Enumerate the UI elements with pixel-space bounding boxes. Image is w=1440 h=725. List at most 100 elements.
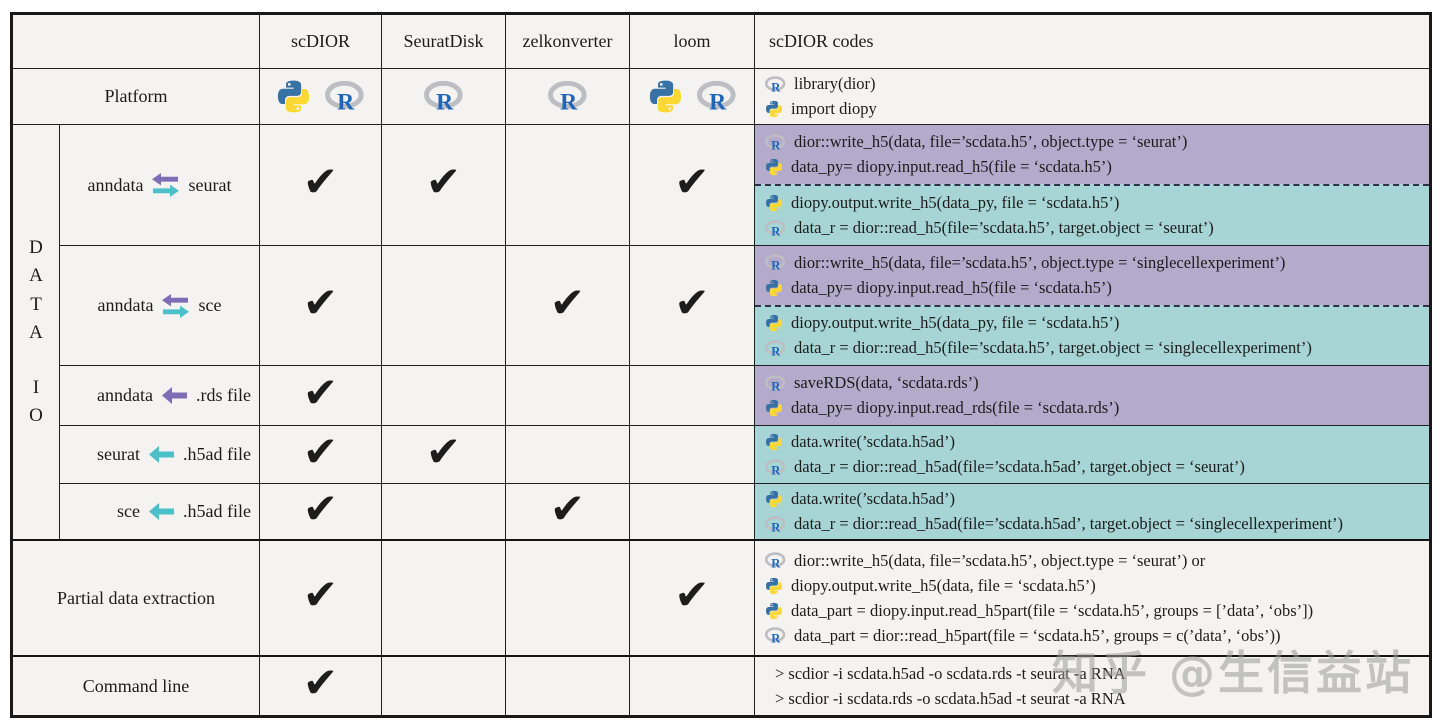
code-line: library(dior) <box>765 74 1421 94</box>
column-header-scdior-codes: scDIOR codes <box>755 15 1429 69</box>
check-cell <box>506 125 630 246</box>
row-label-partial-extraction: Partial data extraction <box>13 541 260 657</box>
r-icon <box>548 81 588 112</box>
code-line: diopy.output.write_h5(data, file = ‘scda… <box>765 576 1421 596</box>
exchange-arrows-icon <box>152 173 179 197</box>
check-cell <box>382 541 506 657</box>
code-line: data_part = diopy.input.read_h5part(file… <box>765 601 1421 621</box>
check-cell <box>630 484 755 541</box>
header-empty-cell <box>13 15 260 69</box>
check-cell: ✔ <box>260 484 382 541</box>
row-label-command-line: Command line <box>13 657 260 715</box>
python-icon <box>765 577 783 595</box>
code-cell: saveRDS(data, ‘scdata.rds’) data_py= dio… <box>755 366 1429 426</box>
code-block-read: data.write(’scdata.h5ad’) data_r = dior:… <box>755 426 1429 483</box>
code-line: data_r = dior::read_h5ad(file=’scdata.h5… <box>765 514 1421 534</box>
check-cell: ✔ <box>260 125 382 246</box>
check-cell: ✔ <box>382 426 506 484</box>
r-icon <box>765 552 786 569</box>
r-icon <box>424 81 464 112</box>
code-line: dior::write_h5(data, file=’scdata.h5’, o… <box>765 132 1421 152</box>
code-line: data_py= diopy.input.read_h5(file = ‘scd… <box>765 278 1421 298</box>
check-cell: ✔ <box>506 484 630 541</box>
code-line: dior::write_h5(data, file=’scdata.h5’, o… <box>765 253 1421 273</box>
code-line: diopy.output.write_h5(data_py, file = ‘s… <box>765 313 1421 333</box>
row-label-anndata-sce: anndata sce <box>60 246 260 366</box>
code-text: library(dior) <box>794 74 876 93</box>
column-header-seuratdisk: SeuratDisk <box>382 15 506 69</box>
check-cell: ✔ <box>260 366 382 426</box>
command-text: > scdior -i scdata.rds -o scdata.h5ad -t… <box>775 688 1126 708</box>
check-cell <box>630 426 755 484</box>
platform-scdior <box>260 69 382 125</box>
data-io-section-label: D A T A I O <box>13 125 60 541</box>
check-cell <box>506 541 630 657</box>
platform-code-cell: library(dior) import diopy <box>755 69 1429 125</box>
check-cell: ✔ <box>260 246 382 366</box>
r-icon <box>765 375 786 392</box>
check-cell: ✔ <box>506 246 630 366</box>
check-cell <box>630 366 755 426</box>
column-header-scdior: scDIOR <box>260 15 382 69</box>
r-icon <box>765 627 786 644</box>
platform-row-label: Platform <box>13 69 260 125</box>
python-icon <box>648 79 683 114</box>
code-cell: data.write(’scdata.h5ad’) data_r = dior:… <box>755 426 1429 484</box>
row-label-anndata-seurat: anndata seurat <box>60 125 260 246</box>
code-cell: dior::write_h5(data, file=’scdata.h5’, o… <box>755 541 1429 657</box>
left-arrow-icon <box>162 387 187 404</box>
python-icon <box>765 158 783 176</box>
python-icon <box>765 279 783 297</box>
code-block-write: dior::write_h5(data, file=’scdata.h5’, o… <box>755 125 1429 184</box>
check-cell: ✔ <box>382 125 506 246</box>
check-cell <box>382 484 506 541</box>
code-line: data_py= diopy.input.read_rds(file = ‘sc… <box>765 398 1421 418</box>
code-cell: > scdior -i scdata.h5ad -o scdata.rds -t… <box>755 657 1429 715</box>
code-block: > scdior -i scdata.h5ad -o scdata.rds -t… <box>755 657 1429 715</box>
comparison-table: scDIOR SeuratDisk zelkonverter loom scDI… <box>10 12 1432 718</box>
column-header-loom: loom <box>630 15 755 69</box>
r-icon <box>765 134 786 151</box>
check-cell: ✔ <box>630 246 755 366</box>
r-icon <box>765 254 786 271</box>
code-cell: data.write(’scdata.h5ad’) data_r = dior:… <box>755 484 1429 541</box>
code-text: import diopy <box>791 99 877 118</box>
check-cell <box>382 657 506 715</box>
code-line: data_py= diopy.input.read_h5(file = ‘scd… <box>765 157 1421 177</box>
row-label-seurat-h5ad: seurat .h5ad file <box>60 426 260 484</box>
code-line: data_r = dior::read_h5(file=’scdata.h5’,… <box>765 218 1421 238</box>
check-cell: ✔ <box>630 125 755 246</box>
python-icon <box>765 314 783 332</box>
check-cell: ✔ <box>630 541 755 657</box>
code-block-read: data.write(’scdata.h5ad’) data_r = dior:… <box>755 484 1429 539</box>
check-cell <box>506 657 630 715</box>
check-cell <box>506 366 630 426</box>
python-icon <box>765 399 783 417</box>
row-label-sce-h5ad: sce .h5ad file <box>60 484 260 541</box>
code-block: dior::write_h5(data, file=’scdata.h5’, o… <box>755 541 1429 655</box>
r-icon <box>765 76 786 93</box>
code-line: data_r = dior::read_h5ad(file=’scdata.h5… <box>765 457 1421 477</box>
python-icon <box>765 194 783 212</box>
python-icon <box>765 602 783 620</box>
left-arrow-icon <box>149 446 174 463</box>
code-line: data_r = dior::read_h5(file=’scdata.h5’,… <box>765 338 1421 358</box>
code-cell: dior::write_h5(data, file=’scdata.h5’, o… <box>755 125 1429 246</box>
python-icon <box>276 79 311 114</box>
code-block-write: dior::write_h5(data, file=’scdata.h5’, o… <box>755 246 1429 305</box>
python-icon <box>765 490 783 508</box>
code-block-read: diopy.output.write_h5(data_py, file = ‘s… <box>755 184 1429 245</box>
check-cell: ✔ <box>260 426 382 484</box>
column-header-zelkonverter: zelkonverter <box>506 15 630 69</box>
platform-loom <box>630 69 755 125</box>
r-icon <box>765 516 786 533</box>
code-block: library(dior) import diopy <box>755 69 1429 124</box>
r-icon <box>697 81 737 112</box>
code-line: data_part = dior::read_h5part(file = ‘sc… <box>765 626 1421 646</box>
code-line: import diopy <box>765 99 1421 119</box>
code-block-write: saveRDS(data, ‘scdata.rds’) data_py= dio… <box>755 366 1429 425</box>
check-cell <box>382 366 506 426</box>
r-icon <box>765 220 786 237</box>
code-block-read: diopy.output.write_h5(data_py, file = ‘s… <box>755 304 1429 365</box>
platform-seuratdisk <box>382 69 506 125</box>
